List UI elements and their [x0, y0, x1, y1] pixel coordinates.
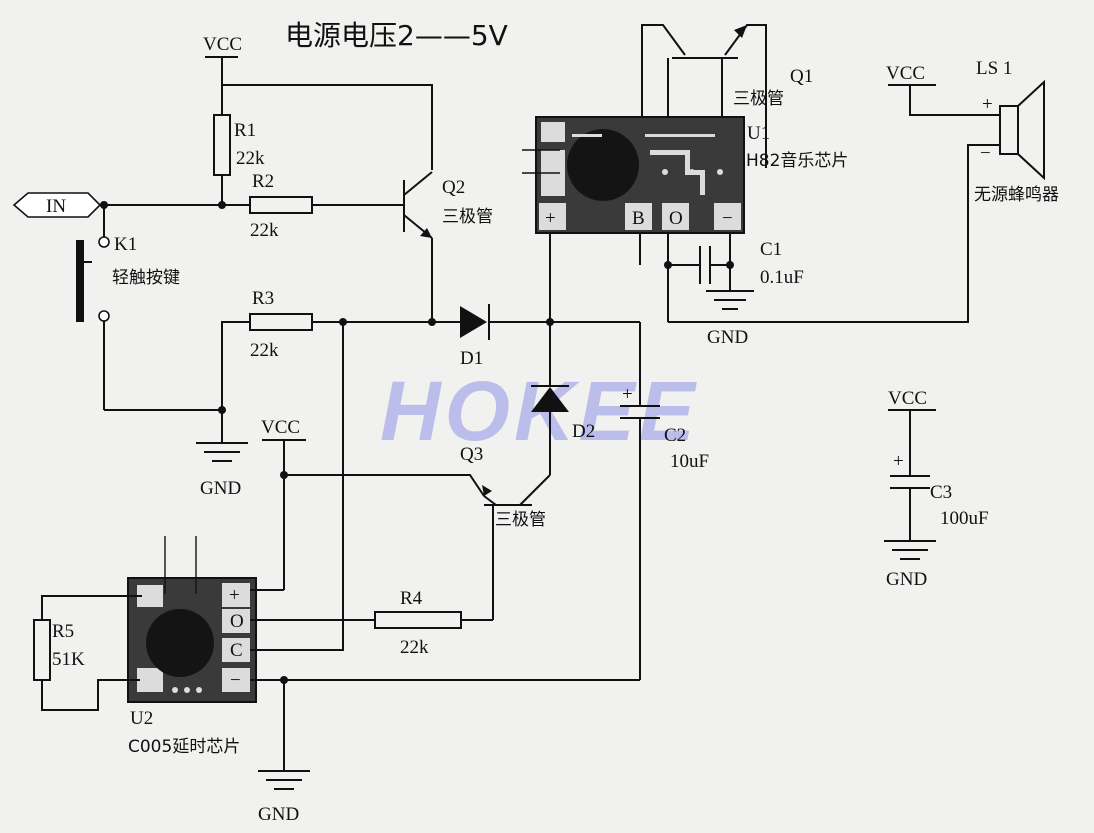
- junction-c1-right: [726, 261, 734, 269]
- svg-text:C3: C3: [930, 482, 952, 503]
- svg-text:IN: IN: [46, 196, 66, 217]
- svg-text:−: −: [230, 670, 241, 691]
- capacitor-c1: C1 0.1uF: [639, 233, 804, 322]
- svg-text:R3: R3: [252, 288, 274, 309]
- chip-u1-h82: + B O − U1 H82音乐芯片: [522, 116, 848, 234]
- svg-text:51K: 51K: [52, 649, 85, 670]
- svg-text:C005延时芯片: C005延时芯片: [128, 737, 240, 757]
- svg-text:22k: 22k: [400, 637, 429, 658]
- transistor-q3: Q3 三极管: [460, 444, 551, 620]
- svg-text:10uF: 10uF: [670, 451, 709, 472]
- svg-text:U1: U1: [747, 123, 770, 144]
- svg-text:GND: GND: [258, 804, 299, 825]
- resistor-r2: R2 22k: [249, 171, 404, 241]
- transistor-q1: Q1 三极管: [641, 24, 813, 168]
- wire-vcc-q3-emitter: [284, 474, 485, 497]
- in-connector: IN: [12, 192, 102, 218]
- resistor-r1: R1 22k: [213, 85, 265, 205]
- gnd-left: GND: [196, 410, 248, 499]
- svg-text:R1: R1: [234, 120, 256, 141]
- speaker-ls1: VCC + − LS 1 无源蜂鸣器: [886, 58, 1059, 205]
- transistor-q2: Q2 三极管: [403, 171, 493, 322]
- wire-speaker-minus: [668, 144, 990, 323]
- svg-text:+: +: [622, 384, 633, 405]
- svg-text:VCC: VCC: [261, 417, 300, 438]
- gnd-bottom: GND: [258, 680, 310, 825]
- diode-d1: D1: [460, 304, 640, 369]
- svg-text:+: +: [893, 451, 904, 472]
- gnd-u1: GND: [706, 290, 754, 348]
- svg-text:100uF: 100uF: [940, 508, 989, 529]
- svg-text:C: C: [230, 640, 243, 661]
- svg-text:R2: R2: [252, 171, 274, 192]
- svg-text:Q3: Q3: [460, 444, 483, 465]
- diode-d2: D2: [531, 322, 595, 475]
- svg-text:VCC: VCC: [886, 63, 925, 84]
- svg-text:三极管: 三极管: [733, 89, 784, 109]
- svg-text:R5: R5: [52, 621, 74, 642]
- svg-text:D1: D1: [460, 348, 483, 369]
- junction-q2-d1: [428, 318, 436, 326]
- svg-text:22k: 22k: [236, 148, 265, 169]
- wire-vcc-q2-collector: [222, 84, 433, 170]
- svg-text:三极管: 三极管: [442, 207, 493, 227]
- resistor-r5: R5 51K: [33, 595, 142, 711]
- svg-text:Q2: Q2: [442, 177, 465, 198]
- svg-text:0.1uF: 0.1uF: [760, 267, 804, 288]
- svg-text:+: +: [545, 208, 556, 229]
- svg-text:O: O: [230, 611, 244, 632]
- svg-text:+: +: [229, 585, 240, 606]
- supply-voltage-title: 电源电压2——5V: [285, 19, 508, 52]
- vcc-middle: VCC: [261, 417, 306, 590]
- pushbutton-k1: K1 轻触按键: [76, 205, 180, 410]
- vcc-top-left: VCC: [203, 34, 242, 85]
- wire-u2-c: [250, 322, 344, 651]
- svg-text:轻触按键: 轻触按键: [112, 268, 180, 288]
- svg-text:−: −: [980, 143, 991, 164]
- svg-text:VCC: VCC: [888, 388, 927, 409]
- svg-text:R4: R4: [400, 588, 423, 609]
- svg-text:C1: C1: [760, 239, 782, 260]
- svg-text:无源蜂鸣器: 无源蜂鸣器: [974, 185, 1059, 205]
- svg-text:K1: K1: [114, 234, 137, 255]
- svg-text:H82音乐芯片: H82音乐芯片: [746, 151, 848, 171]
- svg-text:GND: GND: [200, 478, 241, 499]
- svg-text:三极管: 三极管: [495, 510, 546, 530]
- svg-text:C2: C2: [664, 425, 686, 446]
- svg-text:Q1: Q1: [790, 66, 813, 87]
- svg-text:LS 1: LS 1: [976, 58, 1012, 79]
- svg-text:−: −: [722, 208, 733, 229]
- capacitor-c3: VCC + C3 100uF: [888, 388, 989, 540]
- svg-text:22k: 22k: [250, 220, 279, 241]
- chip-u2-c005: + O C − U2 C005延时芯片: [127, 536, 257, 757]
- capacitor-c2: + C2 10uF: [620, 322, 709, 680]
- svg-text:O: O: [669, 208, 683, 229]
- svg-text:GND: GND: [886, 569, 927, 590]
- svg-text:VCC: VCC: [203, 34, 242, 55]
- svg-text:GND: GND: [707, 327, 748, 348]
- svg-text:22k: 22k: [250, 340, 279, 361]
- svg-text:+: +: [982, 94, 993, 115]
- resistor-r4: R4 22k: [374, 588, 493, 658]
- gnd-c3: GND: [884, 540, 936, 590]
- resistor-r3: R3 22k: [221, 288, 460, 410]
- svg-text:D2: D2: [572, 421, 595, 442]
- svg-text:B: B: [632, 208, 645, 229]
- junction-r1-r2: [218, 201, 226, 209]
- svg-text:U2: U2: [130, 708, 153, 729]
- junction-c1-left: [664, 261, 672, 269]
